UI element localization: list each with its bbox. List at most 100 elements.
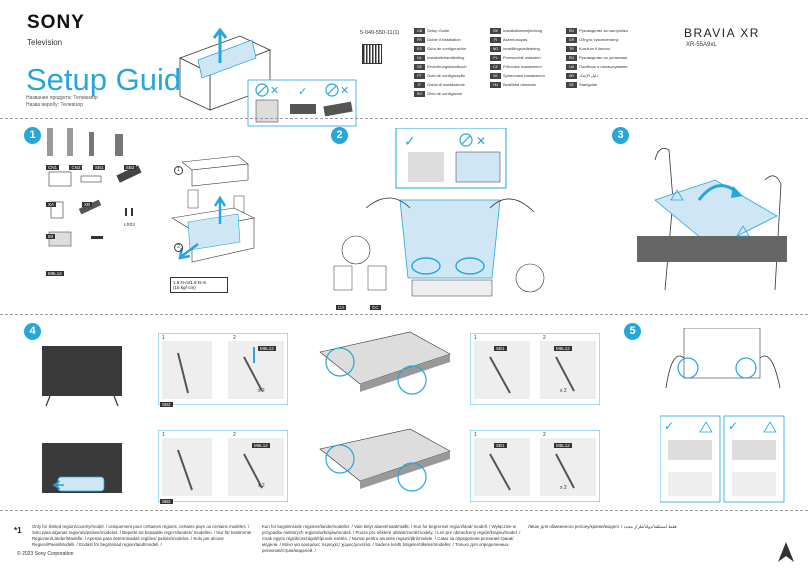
language-code: RU [566, 27, 577, 34]
part-im: IM [46, 234, 55, 239]
caution-icon-5a [699, 421, 713, 433]
substep-4a-1: 1 [162, 335, 165, 341]
stand-cn1-icon [47, 128, 53, 156]
language-name: Installatiehandleiding [427, 55, 465, 60]
language-code: SK [490, 72, 501, 79]
copyright: © 2023 Sony Corporation [17, 551, 74, 557]
language-code: NO [490, 45, 501, 52]
stand-assembly-d [470, 430, 600, 502]
caution-icon-2 [736, 225, 750, 237]
stand-assembly-c [158, 430, 288, 502]
tv-back-assembly-1 [319, 331, 451, 395]
language-name: Setup Guide [427, 28, 450, 33]
footnote-marker: *1 [14, 526, 22, 535]
battery-icon-2 [131, 208, 133, 216]
svg-text:✓: ✓ [298, 85, 307, 98]
tv-front-stand-wide [42, 346, 122, 407]
language-code: UA [566, 63, 577, 70]
label-cc: CC [370, 305, 381, 310]
language-name: Οδηγός εγκατάστασης [579, 37, 619, 42]
tv-panel [654, 179, 778, 249]
part-cn2: CN2 [69, 165, 83, 170]
language-name: Przewodnik ustawień [503, 55, 541, 60]
language-code: RO [414, 90, 425, 97]
stand-cn2-icon [67, 128, 73, 156]
substep-4c-1: 1 [162, 432, 165, 438]
times-4d: x 2 [560, 485, 567, 491]
language-name: Руководство за настройка [579, 28, 628, 33]
language-name: Kurulum Kılavuzu [579, 46, 611, 51]
subtitle-ru: Название продукта: Телевизор [26, 95, 98, 101]
ok-check-icon-5b: ✓ [728, 419, 738, 433]
part-cn1: CN1 [46, 165, 60, 170]
zoom-right [515, 263, 545, 293]
language-name: Guida di installazione [427, 82, 466, 87]
step-2-badge: 2 [331, 127, 348, 144]
caution-icon [670, 189, 684, 201]
tv-panel-in-box [399, 199, 501, 279]
screw-label-4d: M5L12 [554, 443, 572, 448]
language-code: FI [490, 36, 501, 43]
recycle-mark-icon [778, 542, 794, 562]
part-xa: XA [46, 202, 57, 207]
step5-illustration: ✓ ✓ [660, 328, 785, 503]
lift-arrow-icon [213, 195, 227, 224]
language-name: Guia de configuração [427, 73, 466, 78]
prohibited-icon [459, 133, 473, 147]
language-name: Sprievodca nastavením [503, 73, 545, 78]
stand-label-4b: SB1 [494, 346, 507, 351]
language-code: PL [490, 54, 501, 61]
language-name: Руководство по установке [579, 55, 628, 60]
language-code: SE [566, 81, 577, 88]
substep-2-marker: 2 [174, 243, 183, 252]
screw-label-4a: M5L12 [258, 346, 276, 351]
footnote-col-2: Kun for begrænsede regioner/lande/modell… [262, 524, 521, 553]
footnote-col-1: Only for limited region/country/model. /… [32, 524, 252, 547]
page-title: Setup Guide [26, 62, 199, 97]
box-lift-icon [178, 27, 272, 111]
language-name: Installationsvejledning [503, 28, 543, 33]
header-illustration: ✕ ✓ ✕ [178, 27, 357, 127]
language-code: DK [490, 27, 501, 34]
divider-top [0, 118, 808, 120]
language-code: TR [566, 45, 577, 52]
ca-sheet [333, 265, 353, 291]
language-name: Průvodce nastavením [503, 64, 542, 69]
language-name: Asennusopas [503, 37, 528, 42]
qr-code-icon [362, 44, 382, 64]
language-name: Beállítási útmutató [503, 82, 536, 87]
language-code: IT [414, 81, 425, 88]
stand-assembly-b [470, 333, 600, 405]
stand-label-4a: SB2 [160, 402, 173, 407]
part-m5l12: M5L12 [46, 271, 64, 276]
step3-illustration [637, 147, 787, 291]
model-number: XR-55A9xL [686, 42, 717, 48]
times-4b: x 2 [560, 388, 567, 394]
label-ca: CA [336, 305, 347, 310]
substep-4d-2: 2 [543, 432, 546, 438]
person-left [665, 355, 685, 389]
screw-label-4c: M5L12 [252, 443, 270, 448]
unboxing-illustration [171, 155, 255, 263]
stand-label-4d: SB1 [494, 443, 507, 448]
person-right [489, 198, 535, 213]
stand-sb2-icon [115, 134, 123, 156]
screw-label-4b: M5L12 [554, 346, 572, 351]
language-code: GB [414, 27, 425, 34]
